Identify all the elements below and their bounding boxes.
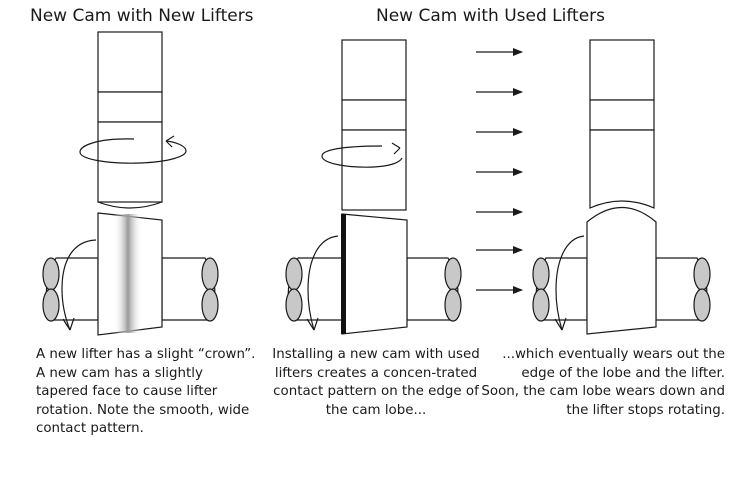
camshaft-right-3 (655, 257, 711, 322)
cam-rotation-arrow-2 (306, 235, 339, 331)
camshaft-left-1 (42, 257, 99, 322)
camshaft-right-1 (161, 257, 219, 322)
title-used-lifters: New Cam with Used Lifters (376, 6, 606, 26)
cam-lobe-1 (97, 212, 163, 336)
panel-worn-lifter (532, 39, 711, 335)
panel-new-lifter (42, 31, 219, 336)
lifter-rotation-arrow-2 (321, 142, 403, 168)
caption-new-lifter: A new lifter has a slight “crown”. A new… (36, 347, 256, 436)
cam-rotation-arrow-1 (61, 239, 97, 331)
cam-rotation-arrow-3 (554, 235, 585, 331)
concentrated-contact-edge (341, 214, 346, 334)
cam-lobe-2 (341, 213, 408, 335)
camshaft-right-2 (406, 257, 462, 322)
panel-used-lifter (285, 39, 462, 335)
camshaft-left-3 (532, 257, 588, 322)
caption-used-lifter: Installing a new cam with used lifters c… (272, 347, 480, 418)
lifter-body-3 (589, 39, 655, 209)
progression-arrows (476, 48, 523, 294)
title-new-lifters: New Cam with New Lifters (30, 6, 254, 26)
lifter-crown-contact-1 (97, 201, 163, 209)
contact-pattern-wide (114, 214, 142, 333)
cam-lobe-3-worn (586, 206, 657, 335)
lifter-rotation-arrow-1 (79, 135, 187, 164)
lifter-body-1 (97, 31, 163, 203)
lifter-body-2 (341, 39, 407, 211)
caption-worn-lifter: ...which eventually wears out the edge o… (481, 347, 725, 418)
camshaft-left-2 (285, 257, 343, 322)
